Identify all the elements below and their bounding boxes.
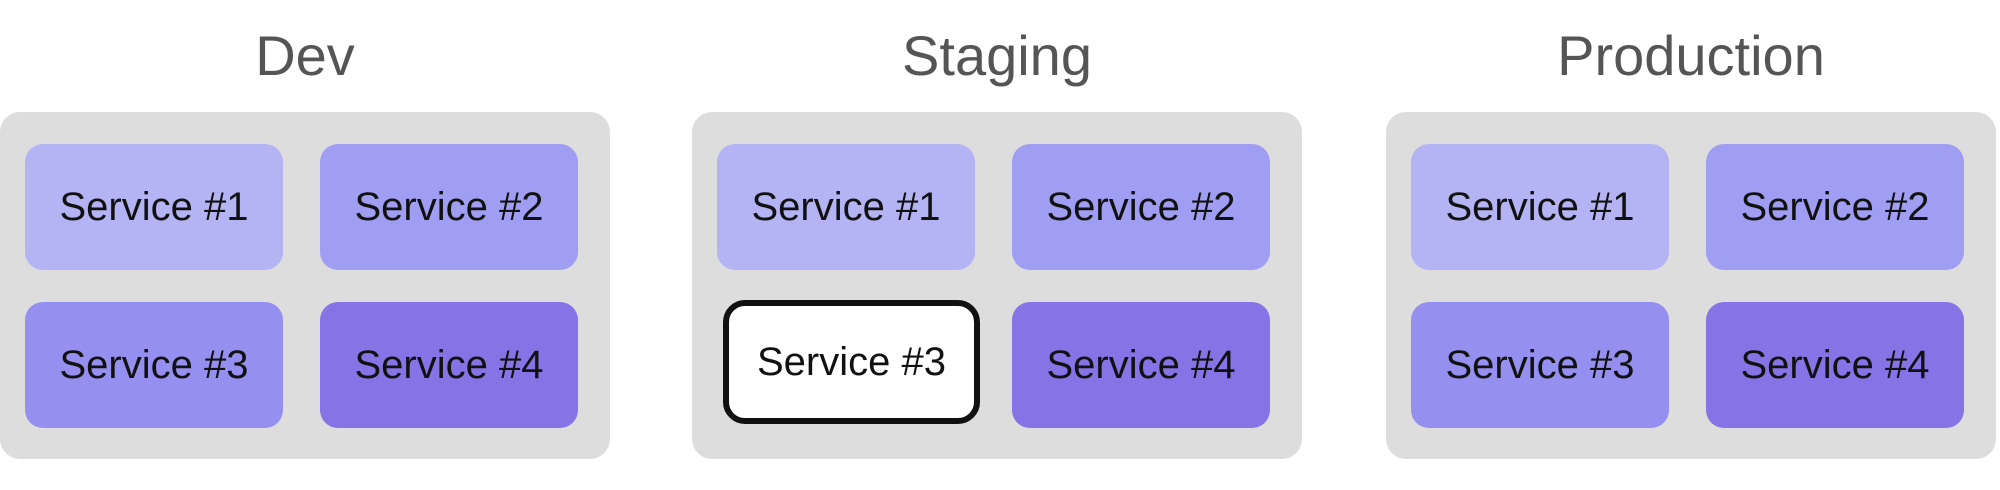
service-box-production-3: Service #3 (1411, 302, 1669, 428)
environment-container-staging: Service #1 Service #2 Service #3 Service… (692, 112, 1302, 459)
service-box-staging-2: Service #2 (1012, 144, 1270, 270)
service-box-production-1: Service #1 (1411, 144, 1669, 270)
service-box-staging-3-highlighted: Service #3 (723, 300, 980, 424)
environment-title-staging: Staging (902, 24, 1092, 87)
environment-production: Production Service #1 Service #2 Service… (1386, 0, 1996, 460)
service-box-production-2: Service #2 (1706, 144, 1964, 270)
environment-container-production: Service #1 Service #2 Service #3 Service… (1386, 112, 1996, 459)
service-box-production-4: Service #4 (1706, 302, 1964, 428)
environment-dev: Dev Service #1 Service #2 Service #3 Ser… (0, 0, 610, 460)
environment-title-production: Production (1557, 24, 1825, 87)
service-box-staging-1: Service #1 (717, 144, 975, 270)
environment-title-dev: Dev (255, 24, 355, 87)
service-box-staging-4: Service #4 (1012, 302, 1270, 428)
service-box-dev-2: Service #2 (320, 144, 578, 270)
service-box-dev-3: Service #3 (25, 302, 283, 428)
service-box-dev-4: Service #4 (320, 302, 578, 428)
environment-staging: Staging Service #1 Service #2 Service #3… (692, 0, 1302, 460)
environment-container-dev: Service #1 Service #2 Service #3 Service… (0, 112, 610, 459)
service-box-dev-1: Service #1 (25, 144, 283, 270)
